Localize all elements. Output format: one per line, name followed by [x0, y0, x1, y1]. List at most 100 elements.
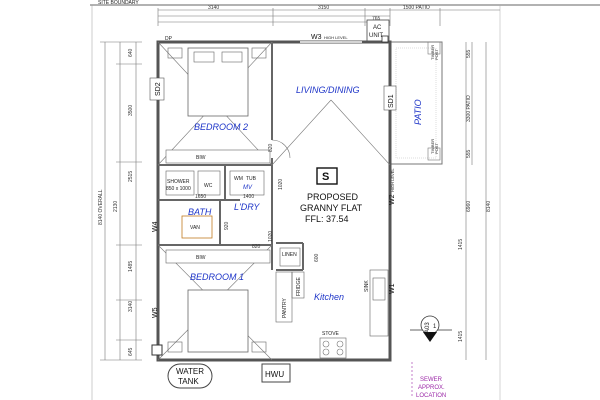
- window-w4-label: W4: [152, 221, 159, 232]
- left-dimensions: 640 3500 2515 2130 1485 3140 645 8140 OV…: [98, 41, 142, 361]
- dim-right-2: 3300 PATIO: [466, 95, 472, 122]
- sliding-door-sd1: [383, 85, 397, 111]
- tub-label: TUB: [246, 176, 257, 182]
- downpipe-2: [381, 35, 389, 43]
- dim-left-1: 640: [128, 48, 134, 57]
- vanity: [181, 215, 213, 239]
- wet-areas: SHOWER 850 x 1000 WC TUB WM MV 1650 1400…: [165, 170, 265, 239]
- dim-top-1: 3140: [208, 5, 219, 11]
- svg-text:POST: POST: [434, 49, 439, 60]
- bed-2: [187, 47, 249, 117]
- water-tank: [167, 363, 213, 389]
- sewer-line1: SEWER: [420, 377, 443, 383]
- robe-2: [165, 149, 271, 164]
- symbol-box: [316, 167, 338, 185]
- title-line1: PROPOSED: [307, 192, 359, 202]
- svg-text:POST: POST: [434, 143, 439, 154]
- pantry-label: PANTRY: [282, 298, 288, 318]
- dim-right-3: 555: [466, 149, 472, 158]
- dim-right-5: 1415: [458, 239, 464, 250]
- timber-post-2-label: TIMBER: [430, 139, 435, 154]
- svg-text:TIMBER: TIMBER: [430, 45, 435, 60]
- living-dining: LIVING/DINING 820: [268, 85, 391, 166]
- timber-post-1: [427, 41, 441, 55]
- dim-left-4: 2130: [113, 201, 119, 212]
- bedroom-2-label: BEDROOM 2: [194, 122, 248, 132]
- window-w2-sub: HIGH LEVEL: [390, 168, 395, 192]
- kitchen: LINEN 600 PANTRY FRIDGE SINK STOVE Kitch…: [268, 179, 389, 359]
- timber-post-1-sub: POST: [434, 49, 439, 60]
- kitchen-label: Kitchen: [314, 292, 344, 302]
- vanity-label: VAN: [190, 225, 200, 231]
- bed-1: [187, 289, 249, 353]
- robe-1-label: BIW: [196, 255, 206, 261]
- window-w1-label: W1: [389, 283, 396, 294]
- dim-hall-2: 1020: [278, 179, 284, 190]
- shower: [165, 170, 195, 196]
- dim-left-overall: 8140 OVERALL: [98, 189, 104, 225]
- shower-size: 850 x 1000: [166, 186, 191, 192]
- downpipe-1: [151, 344, 163, 356]
- dim-top-2: 3150: [318, 5, 329, 11]
- dim-left-2: 3500: [128, 105, 134, 116]
- linen-cupboard: [279, 247, 301, 267]
- dim-right-4: 6960: [466, 201, 472, 212]
- dim-bath-width: 1650: [195, 194, 206, 200]
- title-line2: GRANNY FLAT: [300, 203, 363, 213]
- fridge-label: FRIDGE: [296, 276, 302, 296]
- section-sheet: A03: [425, 322, 431, 333]
- title-line3: FFL: 37.54: [305, 214, 349, 224]
- dim-top-4: 1500 PATIO: [403, 5, 430, 11]
- bath-label: BATH: [188, 207, 212, 217]
- ldry-label: L'DRY: [234, 202, 260, 212]
- wc-label: WC: [204, 183, 213, 189]
- robe-2-label: BIW: [196, 155, 206, 161]
- water-tank-line2: TANK: [178, 377, 199, 386]
- stove: [319, 337, 347, 359]
- laundry-tub: [229, 170, 265, 196]
- wm-label: WM: [234, 176, 243, 182]
- timber-post-1-label: TIMBER: [430, 45, 435, 60]
- dim-left-5: 1485: [128, 261, 134, 272]
- window-w3-sub: HIGH LEVEL: [324, 35, 348, 40]
- bedroom-1-label: BEDROOM 1: [190, 272, 244, 282]
- symbol-s: S: [322, 171, 329, 183]
- stove-label: STOVE: [322, 331, 340, 337]
- sd1-label: SD1: [388, 94, 395, 108]
- hwu-label: HWU: [265, 370, 284, 379]
- right-dimensions: 555 3300 PATIO 555 6960 1415 1415 8140: [458, 42, 492, 360]
- patio-label: PATIO: [413, 99, 423, 125]
- dim-left-3: 2515: [128, 171, 134, 182]
- dim-bed2-door: 820: [268, 143, 274, 152]
- kitchen-bench: [369, 269, 389, 337]
- shower-label: SHOWER: [167, 179, 190, 185]
- sd2-label: SD2: [155, 82, 162, 96]
- bedroom-2: BIW BEDROOM 2: [157, 41, 273, 166]
- timber-post-2-sub: POST: [434, 143, 439, 154]
- ac-unit-line2: UNIT: [369, 33, 383, 39]
- section-marker: A03 1: [410, 315, 452, 342]
- dim-bath-door: 920: [224, 221, 230, 230]
- dim-bed1-door: 820: [252, 244, 261, 250]
- dim-right-7: 8140: [486, 201, 492, 212]
- ac-unit-line1: AC: [373, 25, 382, 31]
- site-boundary-label: SITE BOUNDARY: [98, 0, 139, 6]
- water-tank-line1: WATER: [176, 367, 204, 376]
- mv-label: MV: [243, 185, 253, 191]
- dim-top-3: 765: [372, 16, 381, 22]
- linen-label: LINEN: [282, 252, 297, 258]
- dim-right-6: 1415: [458, 331, 464, 342]
- svg-text:TIMBER: TIMBER: [430, 139, 435, 154]
- downpipe-label: DP: [165, 36, 173, 42]
- section-number: 1: [433, 324, 437, 330]
- dim-right-1: 555: [466, 49, 472, 58]
- sink-label: SINK: [364, 280, 370, 292]
- dim-left-6: 3140: [128, 301, 134, 312]
- dim-hall-1: 1020: [268, 231, 274, 242]
- sewer-line2: APPROX.: [418, 385, 445, 391]
- window-w2-label: W2: [389, 194, 396, 205]
- linen-depth: 600: [314, 253, 320, 262]
- robe-1: [165, 249, 271, 264]
- sink: [372, 277, 386, 301]
